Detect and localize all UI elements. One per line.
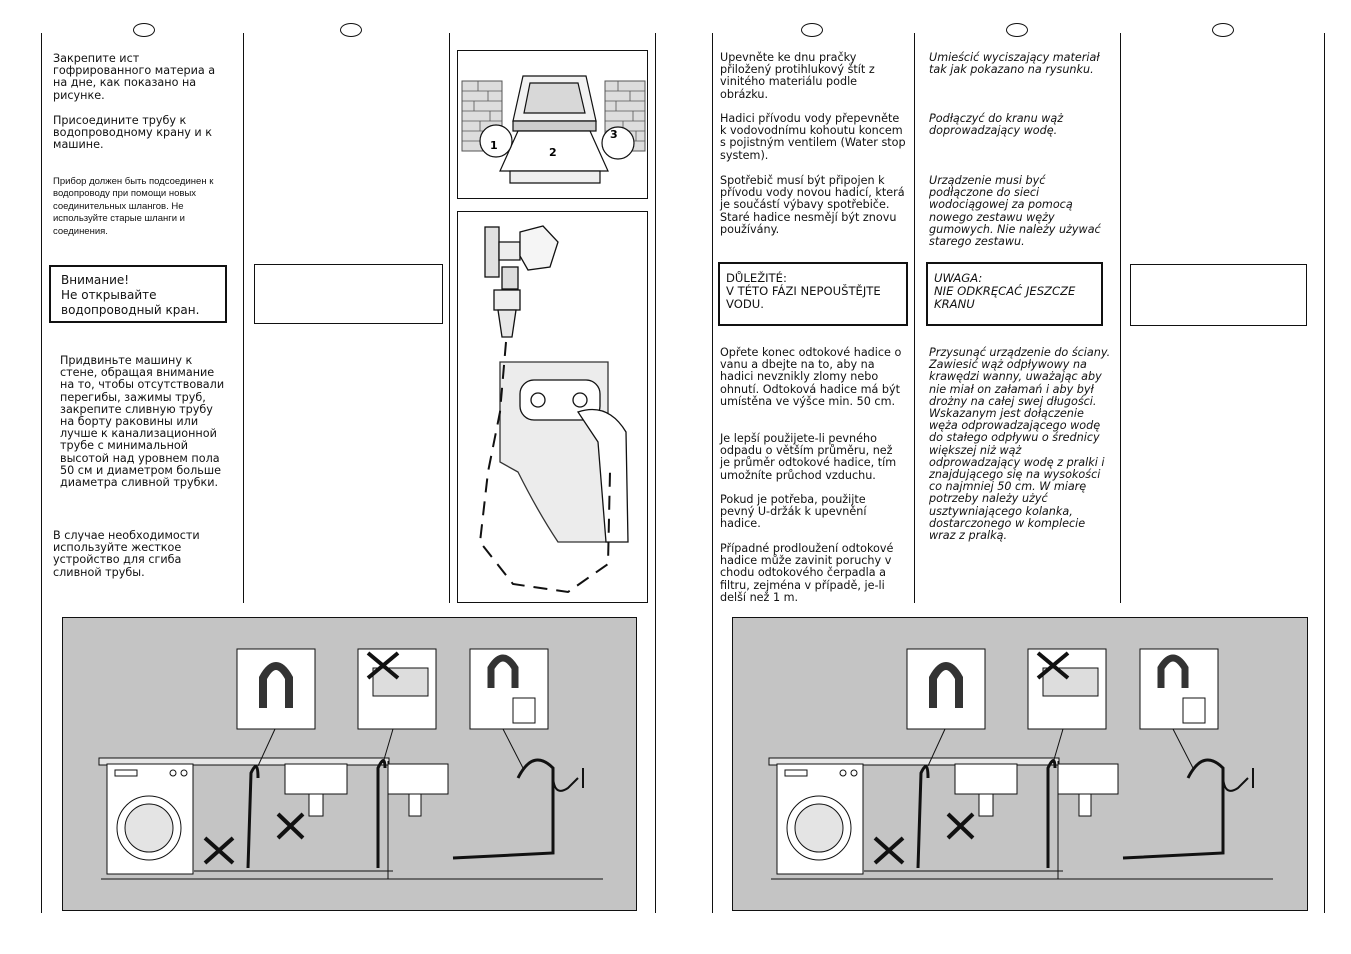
figure-label-2: 2 xyxy=(549,146,557,159)
ru-text-1: Закрепите ист гофрированного материа а н… xyxy=(53,52,216,102)
language-marker-right-1 xyxy=(801,23,823,37)
ru-text-5: В случае необходимости используйте жестк… xyxy=(53,529,200,579)
language-marker-right-3 xyxy=(1212,23,1234,37)
column-rule xyxy=(243,33,244,603)
ru-text-3: Прибор должен быть подсоединен к водопро… xyxy=(53,176,214,237)
language-marker-ru xyxy=(133,23,155,37)
pl-warning-text: UWAGA: NIE ODKRĘCAĆ JESZCZE KRANU xyxy=(934,271,1076,312)
column-rule xyxy=(41,33,42,913)
page-rule xyxy=(655,33,656,913)
pl-text-2: Podłączyć do kranu wąż doprowadzający wo… xyxy=(929,112,1064,138)
empty-warning-box xyxy=(254,264,443,324)
page-rule xyxy=(712,33,713,913)
empty-warning-box-right xyxy=(1130,264,1307,326)
column-rule xyxy=(449,33,450,603)
cz-text-5: Je lepší použijete-li pevného odpadu o v… xyxy=(720,432,897,482)
cz-text-4: Opřete konec odtokové hadice o vanu a db… xyxy=(720,346,902,408)
drain-hose-diagram xyxy=(62,617,637,911)
pl-warning-box: UWAGA: NIE ODKRĘCAĆ JESZCZE KRANU xyxy=(926,262,1103,326)
ru-warning-text: Внимание! Не открывайте водопроводный кр… xyxy=(61,273,200,317)
pl-text-3: Urządzenie musi być podłączone do sieci … xyxy=(929,174,1101,249)
cz-warning-box: DŮLEŽITÉ: V TÉTO FÁZI NEPOUŠTĚJTE VODU. xyxy=(718,262,908,326)
installation-figure-top: 1 2 3 xyxy=(457,50,648,199)
cz-warning-text: DŮLEŽITÉ: V TÉTO FÁZI NEPOUŠTĚJTE VODU. xyxy=(726,271,881,312)
ru-text-4: Придвиньте машину к стене, обращая внима… xyxy=(60,354,225,490)
drain-hose-diagram-right xyxy=(732,617,1308,911)
figure-label-1: 1 xyxy=(490,139,498,152)
ru-warning-box: Внимание! Не открывайте водопроводный кр… xyxy=(49,265,227,323)
column-rule xyxy=(1120,33,1121,603)
cz-text-1: Upevněte ke dnu pračky přiložený protihl… xyxy=(720,51,875,101)
page-rule xyxy=(1324,33,1325,913)
language-marker-right-2 xyxy=(1006,23,1028,37)
language-marker-blank xyxy=(340,23,362,37)
ru-text-2: Присоедините трубу к водопроводному кран… xyxy=(53,114,213,152)
figure-label-3: 3 xyxy=(610,128,618,141)
cz-text-2: Hadici přívodu vody přepevněte k vodovod… xyxy=(720,112,906,162)
cz-text-3: Spotřebič musí být připojen k přívodu vo… xyxy=(720,174,905,236)
installation-figure-hose xyxy=(457,211,648,603)
pl-text-1: Umieścić wyciszający materiał tak jak po… xyxy=(929,51,1100,77)
cz-text-6: Pokud je potřeba, použijte pevný U-držák… xyxy=(720,493,867,531)
pl-text-4: Przysunąć urządzenie do ściany. Zawiesić… xyxy=(929,346,1111,543)
cz-text-7: Případné prodloužení odtokové hadice můž… xyxy=(720,542,894,604)
column-rule xyxy=(914,33,915,603)
